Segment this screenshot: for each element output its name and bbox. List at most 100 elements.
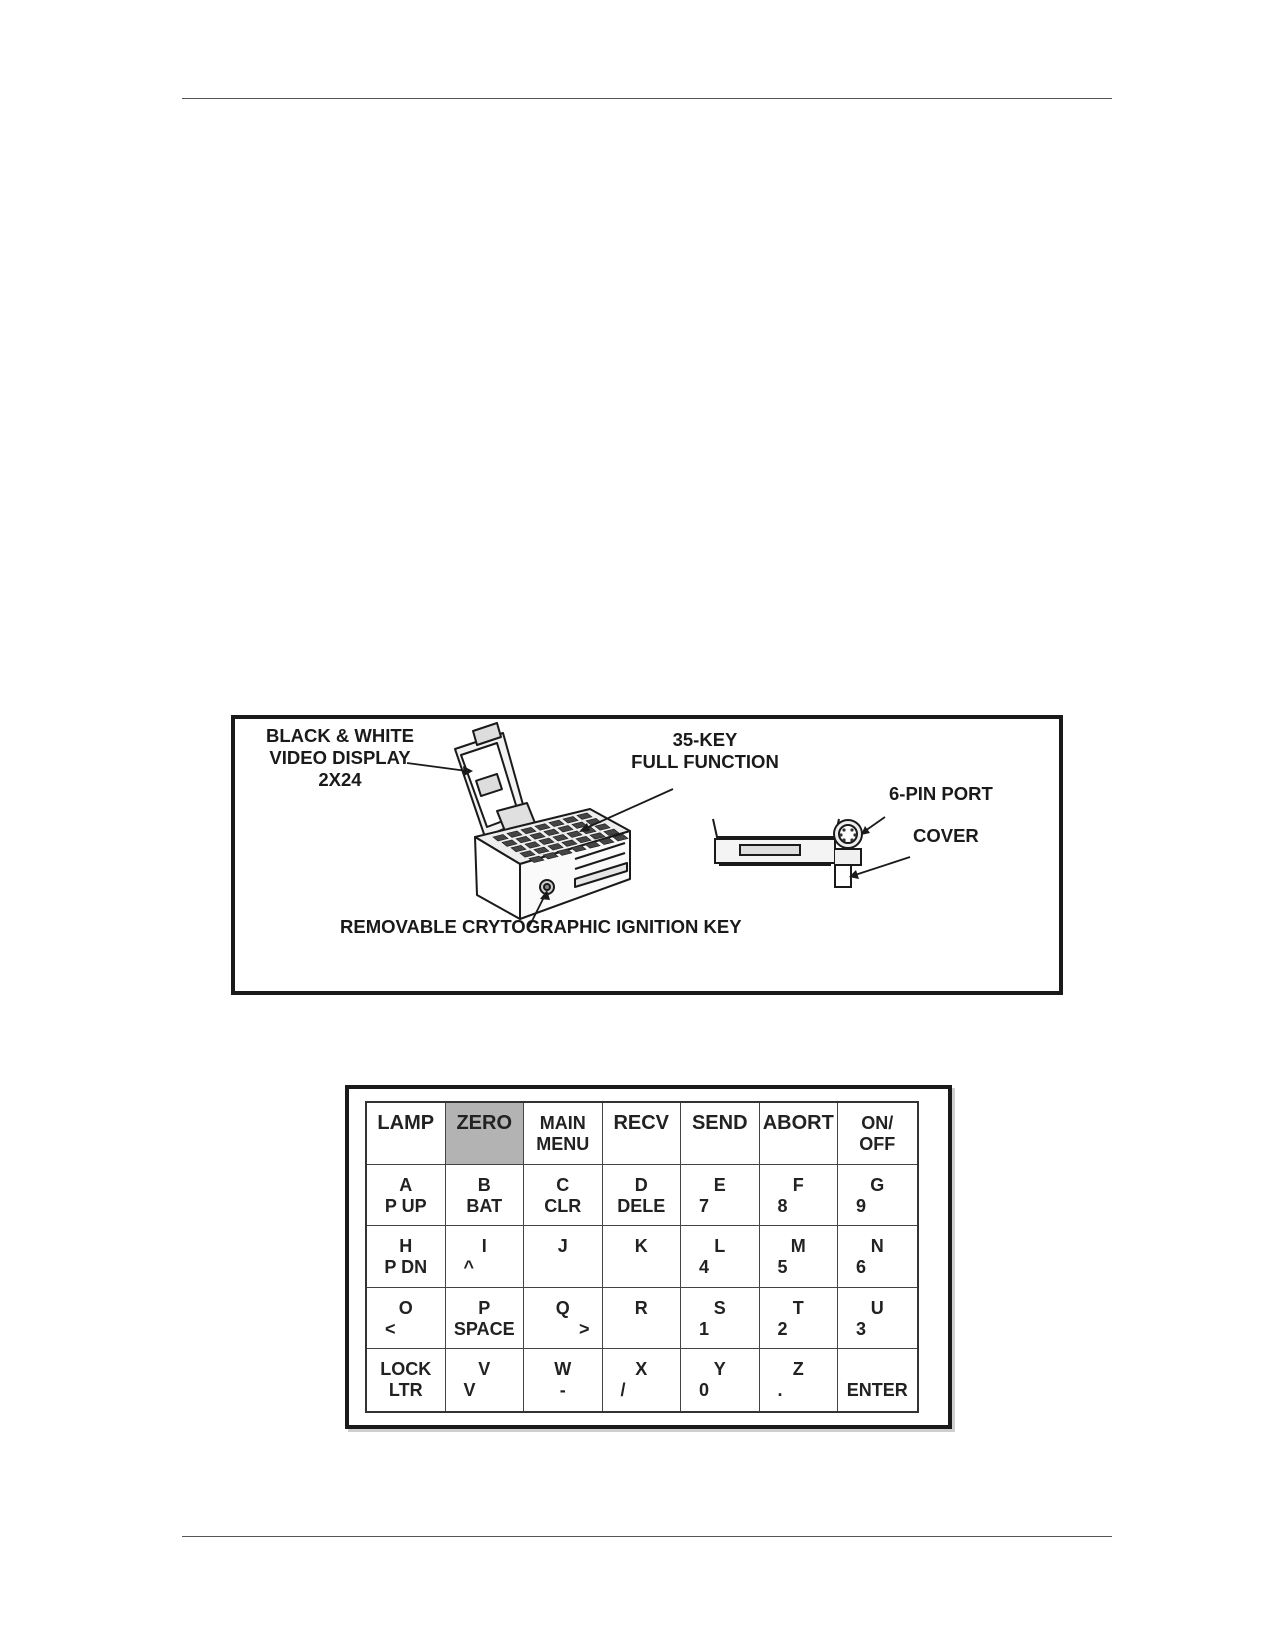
cover-callout: COVER [913,825,979,846]
device-key [515,835,532,844]
key-primary-label: RECV [613,1112,670,1134]
key-primary-label: SEND [691,1112,748,1134]
port-callout: 6-PIN PORT [889,783,993,804]
device-key [584,841,601,849]
key-secondary-label: 1 [699,1318,710,1339]
key-primary-label: MAIN [539,1113,586,1133]
keypad-key: Q> [524,1287,603,1349]
device-key [542,852,559,860]
key-primary-label: B [477,1174,491,1195]
keypad-key: Z. [759,1349,838,1411]
keypad-key: R [602,1287,681,1349]
device-key [548,819,565,827]
key-primary-label: I [481,1236,487,1256]
keypad-key: RECV [602,1103,681,1165]
key-secondary-label: . [777,1380,783,1400]
key-primary-label: R [634,1297,648,1318]
device-key [570,844,587,853]
key-secondary-label: ^ [463,1257,475,1277]
key-secondary-label: OFF [859,1134,896,1154]
device-key [552,834,569,842]
key-primary-label: X [635,1359,648,1379]
ignition-key-callout: REMOVABLE CRYTOGRAPHIC IGNITION KEY [340,916,742,937]
key-primary-label: LAMP [377,1112,435,1134]
key-secondary-label: DELE [617,1195,666,1216]
key-primary-label: G [870,1174,885,1195]
device-key [538,837,555,845]
keypad-key: LAMP [367,1103,446,1165]
key-primary-label: E [713,1174,726,1195]
device-key [520,826,537,835]
device-key [562,816,579,824]
keypad-callout: 35-KEY FULL FUNCTION [631,729,779,772]
device-key [519,850,536,858]
device-key [598,837,615,845]
key-primary-label: S [713,1297,726,1318]
key-primary-label: ZERO [456,1112,513,1134]
device-key [603,828,620,836]
keypad-key: ABORT [759,1103,838,1165]
key-secondary-label: V [463,1380,476,1400]
key-secondary-label: 8 [777,1195,788,1216]
key-primary-label: K [634,1236,648,1256]
key-secondary-label: 7 [699,1195,710,1216]
device-key [589,832,606,840]
key-secondary-label: MENU [536,1134,590,1154]
key-secondary-label: - [559,1380,566,1400]
device-key [561,839,578,847]
keypad-key: SEND [681,1103,760,1165]
key-secondary-label: 6 [856,1257,867,1277]
key-secondary-label: LTR [388,1380,423,1400]
key-primary-label: D [634,1174,648,1195]
device-key [594,823,611,831]
device-key [547,843,564,851]
key-secondary-label: 5 [777,1257,788,1277]
key-primary-label: M [790,1236,806,1256]
keypad-key: K [602,1226,681,1288]
keypad-key: ENTER [838,1349,917,1411]
device-key [556,848,573,856]
key-primary-label: C [556,1174,570,1195]
key-secondary-label: 2 [777,1318,788,1339]
key-primary-label: LOCK [380,1359,432,1379]
key-primary-label: N [870,1236,884,1256]
device-key [529,832,546,840]
key-secondary-label: ENTER [846,1380,908,1400]
key-secondary-label: BAT [466,1195,503,1216]
device-illustration-figure: BLACK & WHITE VIDEO DISPLAY 2X24 35-KEY … [231,715,1063,995]
key-secondary-label: P UP [384,1195,427,1216]
keypad-key: J [524,1226,603,1288]
device-key [575,835,592,844]
key-primary-label: Z [792,1359,804,1379]
device-key [492,834,509,842]
device-key [528,855,545,863]
footer-rule [182,1536,1112,1537]
key-secondary-label: / [620,1380,626,1400]
key-secondary-label: 3 [856,1318,867,1339]
device-key [524,841,541,849]
key-primary-label: O [398,1297,413,1318]
key-primary-label: W [554,1359,572,1379]
key-primary-label: U [870,1297,884,1318]
key-primary-label: J [557,1236,568,1256]
device-key [543,828,560,836]
keypad-key: ZERO [445,1103,524,1165]
device-key [576,812,593,820]
key-primary-label: A [399,1174,413,1195]
device-key [612,834,629,842]
key-primary-label: Y [713,1359,726,1379]
